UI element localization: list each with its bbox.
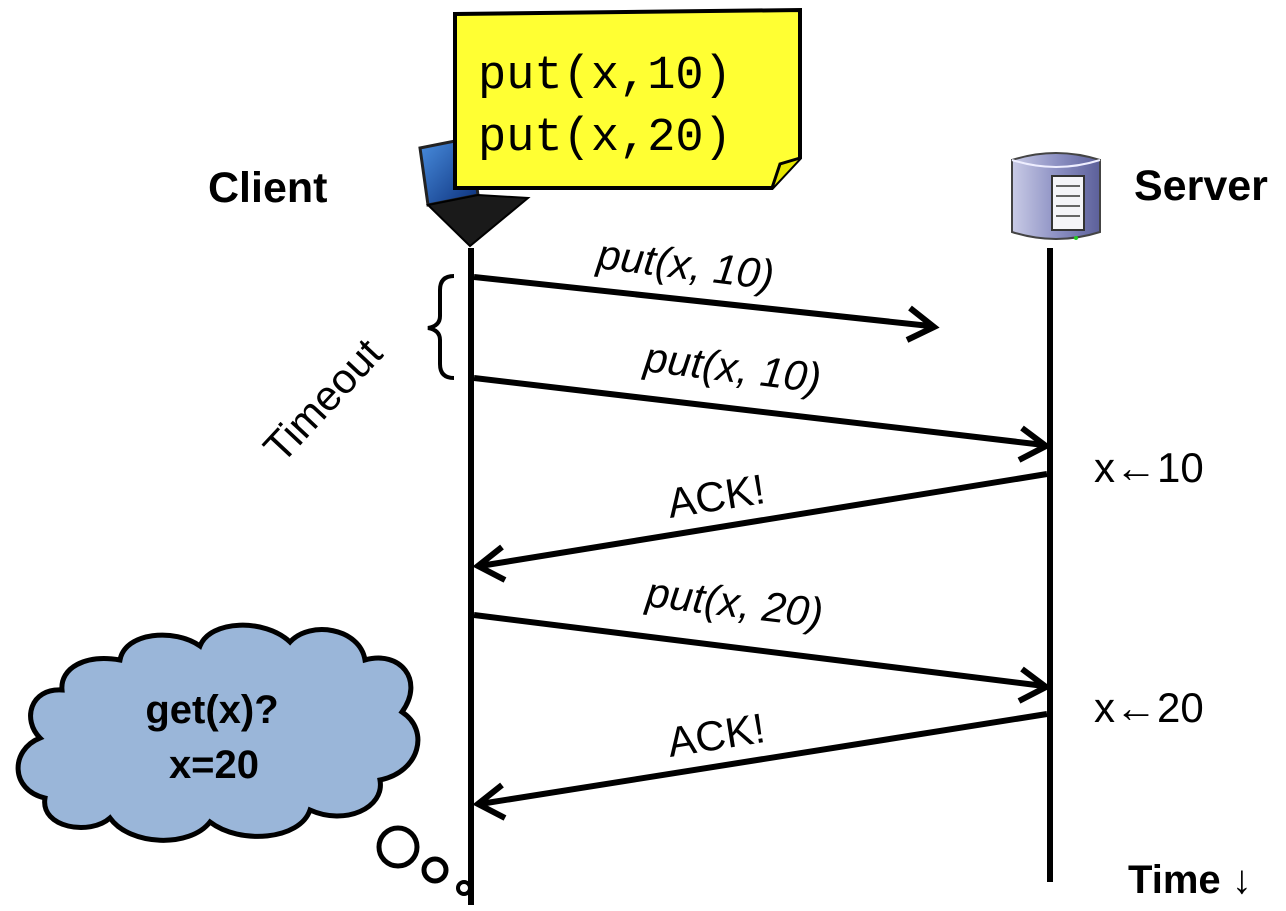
message-2-label: put(x, 10)	[640, 333, 824, 402]
thought-line1: get(x)?	[145, 688, 278, 732]
message-5-label: ACK!	[664, 704, 768, 766]
message-1-label: put(x, 10)	[593, 230, 777, 299]
sticky-note: put(x,10) put(x,20)	[453, 7, 802, 190]
server-state-2: x←20	[1094, 684, 1204, 731]
server-label: Server	[1134, 162, 1268, 210]
message-4-label: put(x, 20)	[642, 568, 826, 637]
time-label: Time ↓	[1128, 858, 1252, 902]
server-state-1: x←10	[1094, 444, 1204, 491]
message-4-arrow	[473, 612, 1052, 704]
timeout-brace	[427, 274, 455, 380]
client-label: Client	[208, 164, 327, 212]
message-5-arrow	[472, 711, 1048, 821]
message-3-label: ACK!	[664, 465, 768, 527]
message-2-arrow	[473, 375, 1052, 463]
server-icon	[1011, 152, 1101, 240]
sticky-note-line1: put(x,10)	[478, 50, 732, 103]
thought-cloud: get(x)? x=20	[15, 622, 472, 896]
message-3-arrow	[472, 471, 1048, 583]
thought-line2: x=20	[169, 743, 259, 787]
message-1-arrow	[473, 274, 940, 343]
sticky-note-line2: put(x,20)	[478, 112, 732, 165]
timeout-label: Timeout	[254, 329, 391, 471]
